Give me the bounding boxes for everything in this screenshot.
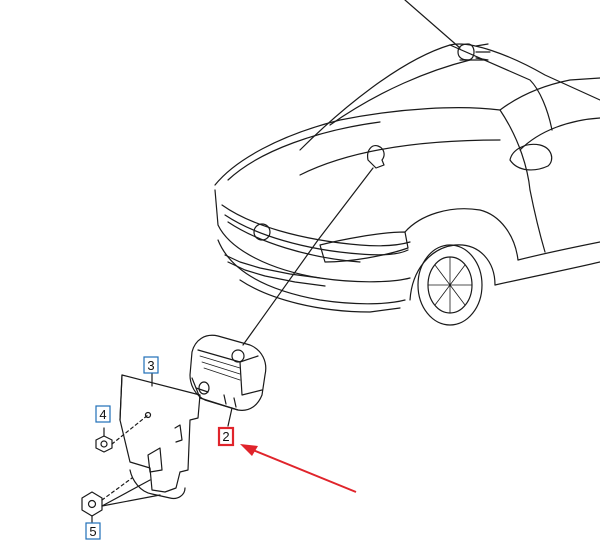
headlight-indicator-icon [457, 43, 491, 61]
nut-4 [95, 435, 113, 453]
leader-line-clip [242, 167, 374, 346]
callout-2-label: 2 [222, 429, 229, 444]
car-body [214, 43, 600, 326]
callout-3[interactable]: 3 [143, 356, 159, 374]
highlight-arrow [240, 444, 357, 493]
callout-4-label: 4 [99, 407, 106, 422]
mount-bolt [198, 381, 210, 395]
bracket-plate [119, 374, 201, 500]
clip-icon [367, 145, 385, 169]
side-mirror [509, 143, 553, 171]
leader-line-top [404, 0, 461, 49]
radar-sensor [189, 334, 267, 411]
callout-5-label: 5 [89, 524, 96, 539]
nut-5 [81, 491, 103, 517]
nut-4-axis [111, 414, 149, 445]
callout-4[interactable]: 4 [95, 405, 111, 423]
callout-5[interactable]: 5 [85, 522, 101, 540]
leader-line-2 [227, 407, 233, 427]
callout-3-label: 3 [147, 358, 154, 373]
front-wheel [417, 244, 483, 326]
brand-logo [253, 223, 271, 241]
callout-2[interactable]: 2 [217, 426, 235, 447]
